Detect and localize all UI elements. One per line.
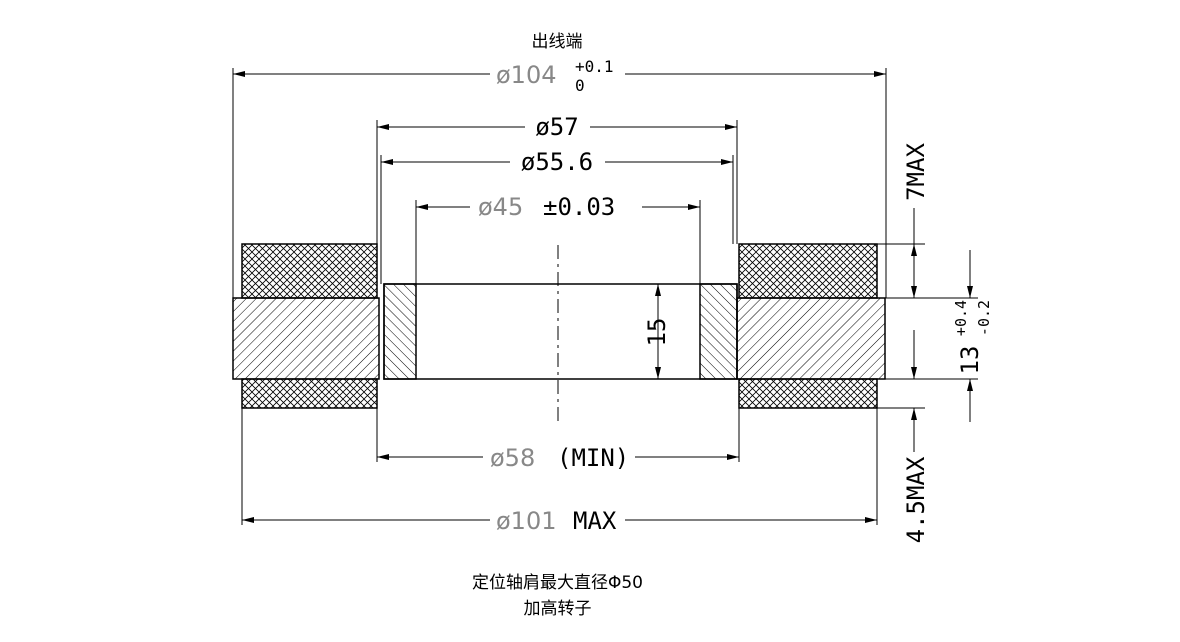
dim-d101: ø101 (496, 507, 557, 535)
dim-d45-tol: ±0.03 (543, 193, 615, 221)
right-rotor-section (736, 243, 886, 409)
caption-line-1: 定位轴肩最大直径Φ50 (471, 573, 643, 593)
dim-v4-5: 4.5MAX (902, 456, 930, 543)
dim-d45: ø45 (478, 193, 523, 221)
dim-d104-tol-upper: +0.1 (575, 57, 614, 76)
dim-d58-note: (MIN) (557, 444, 629, 472)
dim-d101-note: MAX (573, 507, 617, 535)
dim-v13-upper: +0.4 (952, 300, 970, 336)
dimension-lines (233, 71, 973, 523)
dim-d58: ø58 (490, 444, 535, 472)
dim-v7: 7MAX (902, 143, 930, 201)
dim-h15: 15 (643, 318, 671, 347)
dim-v13: 13 (956, 346, 984, 375)
dim-d55-6: ø55.6 (521, 148, 593, 176)
dim-v13-lower: -0.2 (975, 300, 993, 336)
inner-sleeve (383, 283, 738, 380)
caption-line-2: 加高转子 (523, 599, 592, 619)
dim-d104: ø104 (496, 61, 557, 89)
dim-d57: ø57 (535, 113, 578, 141)
title-top: 出线端 (532, 32, 583, 52)
left-rotor-section (232, 243, 380, 409)
dim-d104-tol-lower: 0 (575, 76, 585, 95)
